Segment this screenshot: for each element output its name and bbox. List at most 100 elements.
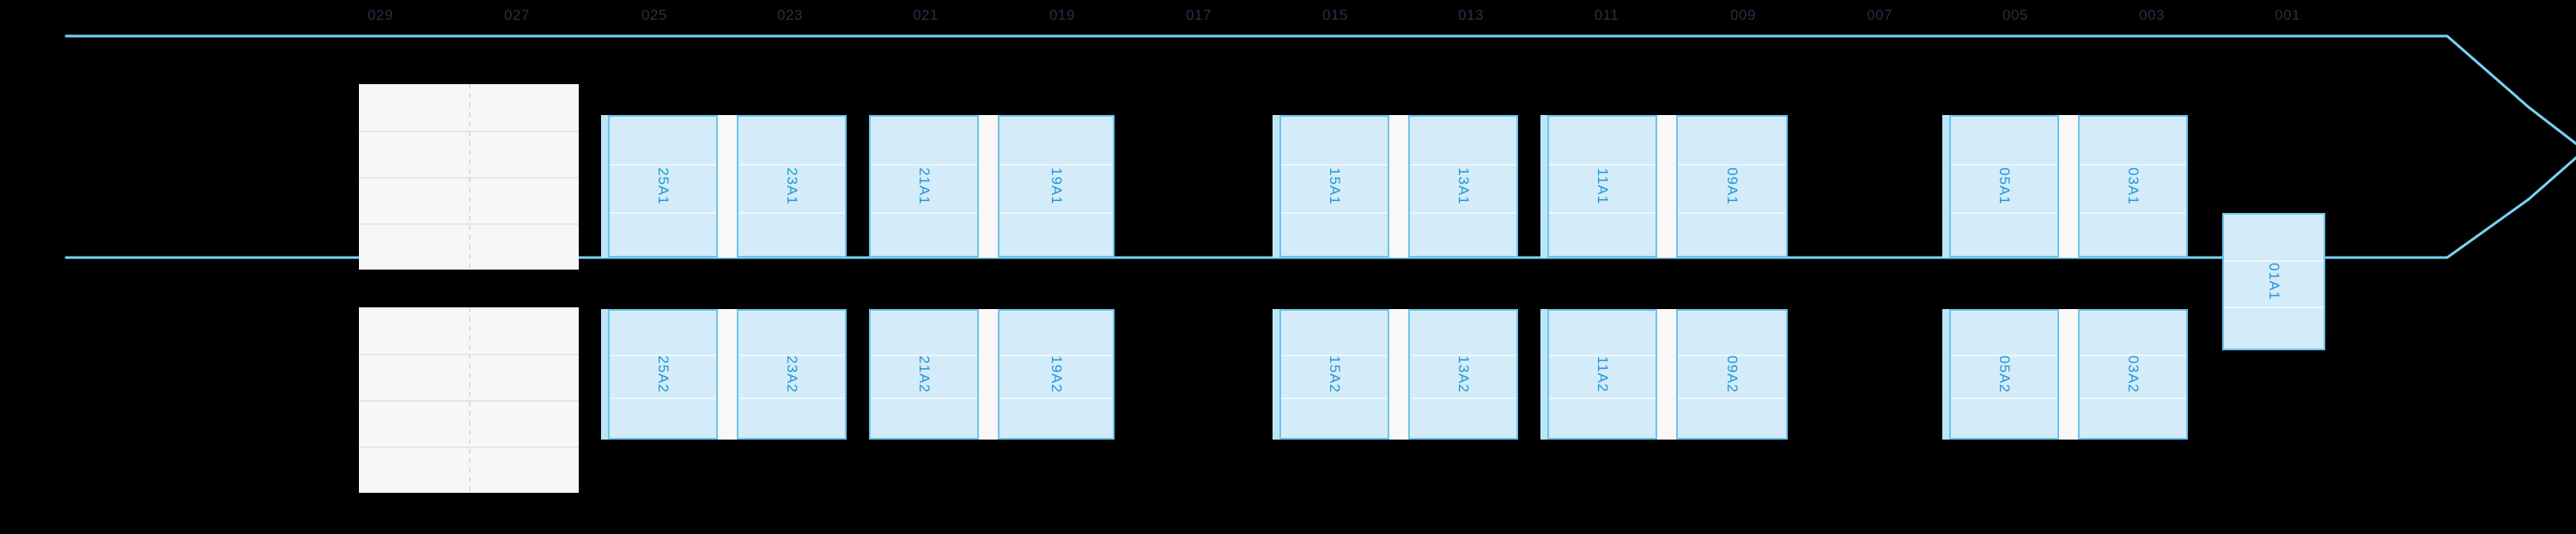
cargo-stack-11A1[interactable]: 11A1 (1547, 115, 1657, 258)
cargo-stack-label: 03A1 (2125, 167, 2142, 205)
group-11-09-upper[interactable]: 11A1 09A1 (1540, 115, 1788, 258)
cargo-stack-23A2[interactable]: 23A2 (737, 309, 847, 440)
cargo-stack-15A2[interactable]: 15A2 (1279, 309, 1389, 440)
cargo-stack-label: 11A1 (1595, 167, 1611, 205)
cargo-stack-label: 13A2 (1455, 355, 1472, 393)
group-05-03-upper[interactable]: 05A1 03A1 (1942, 115, 2188, 258)
bay-tick-021[interactable]: 021 (913, 7, 939, 23)
tier-divider (738, 397, 845, 399)
cargo-stack-03A1[interactable]: 03A1 (2078, 115, 2188, 258)
tier-divider (2080, 164, 2186, 166)
empty-bay-upper[interactable] (359, 84, 579, 270)
bay-tick-017[interactable]: 017 (1186, 7, 1212, 23)
cargo-stack-13A2[interactable]: 13A2 (1408, 309, 1518, 440)
tier-divider (1281, 164, 1388, 166)
cargo-stack-label: 03A2 (2125, 355, 2142, 393)
bay-tick-027[interactable]: 027 (504, 7, 530, 23)
tier-divider (610, 212, 716, 214)
cargo-stack-19A1[interactable]: 19A1 (998, 115, 1115, 258)
cargo-stack-label: 21A2 (916, 355, 933, 393)
tier-divider (999, 164, 1113, 166)
cargo-stack-label: 11A2 (1595, 355, 1611, 393)
cargo-stack-13A1[interactable]: 13A1 (1408, 115, 1518, 258)
cargo-stack-15A1[interactable]: 15A1 (1279, 115, 1389, 258)
bay-tick-023[interactable]: 023 (777, 7, 803, 23)
cargo-stack-label: 05A1 (1996, 167, 2013, 205)
cargo-stack-09A2[interactable]: 09A2 (1676, 309, 1788, 440)
tier-divider (1951, 355, 2057, 356)
empty-bay-lower[interactable] (359, 307, 579, 493)
cargo-stack-05A1[interactable]: 05A1 (1949, 115, 2059, 258)
cargo-stack-03A2[interactable]: 03A2 (2078, 309, 2188, 440)
tier-divider (1678, 164, 1786, 166)
tier-divider (738, 164, 845, 166)
cargo-stack-label: 23A2 (784, 355, 800, 393)
group-15-13-upper[interactable]: 15A1 13A1 (1273, 115, 1518, 258)
tier-divider (1678, 355, 1786, 356)
cargo-stack-23A1[interactable]: 23A1 (737, 115, 847, 258)
cargo-stack-label: 05A2 (1996, 355, 2013, 393)
hatch-gap-column (979, 309, 998, 440)
cargo-stack-09A1[interactable]: 09A1 (1676, 115, 1788, 258)
tier-divider (1410, 397, 1516, 399)
bay-tick-019[interactable]: 019 (1049, 7, 1075, 23)
cargo-stack-label: 25A2 (655, 355, 671, 393)
tier-divider (1410, 164, 1516, 166)
cargo-stack-label: 19A2 (1048, 355, 1065, 393)
tier-divider (738, 355, 845, 356)
tier-divider (999, 397, 1113, 399)
bay-tick-005[interactable]: 005 (2002, 7, 2028, 23)
cargo-stack-label: 09A1 (1724, 167, 1741, 205)
bay-tick-011[interactable]: 011 (1594, 7, 1619, 23)
hatch-gap-column (1389, 309, 1408, 440)
tier-divider (1549, 355, 1656, 356)
cargo-stack-label: 09A2 (1724, 355, 1741, 393)
tier-divider (610, 164, 716, 166)
cargo-stack-19A2[interactable]: 19A2 (998, 309, 1115, 440)
tier-divider (871, 355, 977, 356)
hatch-gap-column (718, 309, 737, 440)
empty-centerline (469, 307, 471, 493)
cargo-stack-label: 15A1 (1327, 167, 1343, 205)
tier-divider (610, 397, 716, 399)
tier-divider (1678, 212, 1786, 214)
bay-tick-025[interactable]: 025 (641, 7, 667, 23)
cargo-stack-11A2[interactable]: 11A2 (1547, 309, 1657, 440)
tier-divider (999, 212, 1113, 214)
group-11-09-lower[interactable]: 11A2 09A2 (1540, 309, 1788, 440)
bay-tick-029[interactable]: 029 (368, 7, 393, 23)
tier-divider (1951, 164, 2057, 166)
tier-divider (1410, 212, 1516, 214)
cargo-stack-25A2[interactable]: 25A2 (608, 309, 718, 440)
cargo-stack-label: 15A2 (1327, 355, 1343, 393)
bay-tick-001[interactable]: 001 (2275, 7, 2300, 23)
group-05-03-lower[interactable]: 05A2 03A2 (1942, 309, 2188, 440)
tier-divider (1678, 397, 1786, 399)
group-21-19-lower[interactable]: 21A2 19A2 (869, 309, 1115, 440)
group-25-23-lower[interactable]: 25A2 23A2 (601, 309, 847, 440)
hatch-gap-column (1389, 115, 1408, 258)
tier-divider (2080, 212, 2186, 214)
tier-divider (871, 397, 977, 399)
block-01A1[interactable]: 01A1 (2222, 213, 2325, 350)
hatch-gap-column (718, 115, 737, 258)
cargo-stack-25A1[interactable]: 25A1 (608, 115, 718, 258)
cargo-stack-21A2[interactable]: 21A2 (869, 309, 979, 440)
bay-tick-013[interactable]: 013 (1458, 7, 1484, 23)
bay-tick-015[interactable]: 015 (1322, 7, 1348, 23)
bay-tick-003[interactable]: 003 (2139, 7, 2165, 23)
bay-number-ruler: 029 027 025 023 021 019 017 015 013 011 009 007 005 0… (0, 0, 2576, 31)
group-15-13-lower[interactable]: 15A2 13A2 (1273, 309, 1518, 440)
hatch-gap-column (2059, 115, 2078, 258)
tier-divider (1549, 397, 1656, 399)
cargo-stack-05A2[interactable]: 05A2 (1949, 309, 2059, 440)
cargo-stack-label: 01A1 (2266, 263, 2282, 300)
bay-tick-007[interactable]: 007 (1867, 7, 1893, 23)
cargo-stack-21A1[interactable]: 21A1 (869, 115, 979, 258)
hatch-gap-column (2059, 309, 2078, 440)
bay-tick-009[interactable]: 009 (1730, 7, 1756, 23)
hatch-gap-column (979, 115, 998, 258)
